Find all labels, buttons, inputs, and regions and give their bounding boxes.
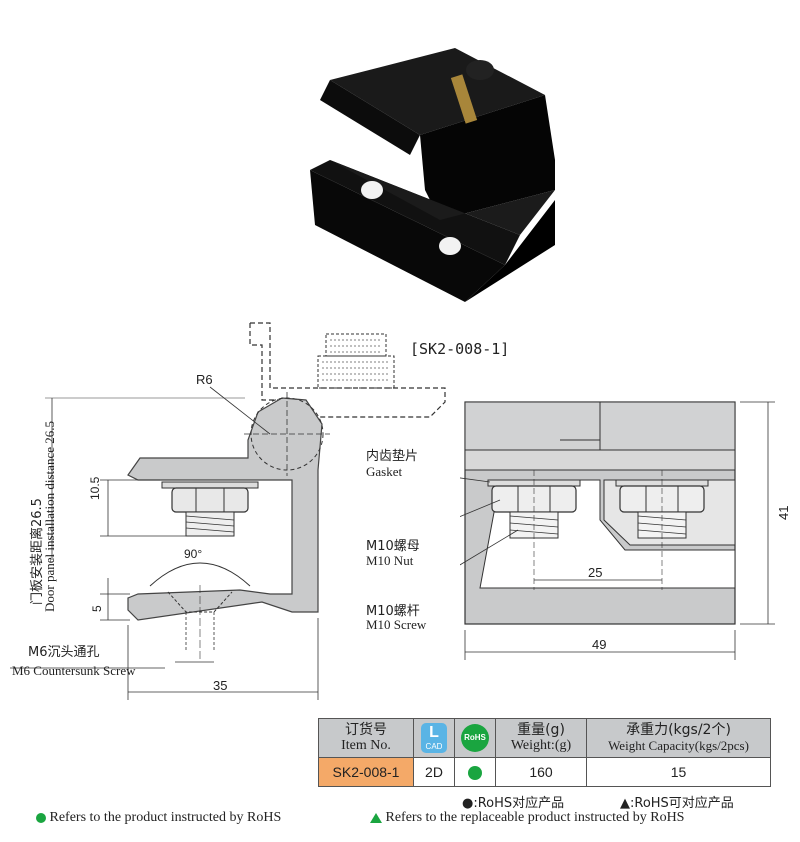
header-item-no: 订货号 Item No.	[318, 718, 414, 758]
spec-table: 订货号 Item No. L CAD RoHS 重量(g) Weight:(g)…	[318, 718, 771, 787]
cell-capacity: 15	[586, 757, 771, 787]
dim-35: 35	[213, 678, 228, 693]
nut-en: M10 Nut	[366, 553, 414, 568]
screw-en: M10 Screw	[366, 617, 427, 632]
header-cad: L CAD	[413, 718, 455, 758]
legend-rohs-replace-en: Refers to the replaceable product instru…	[370, 810, 684, 826]
dim-49: 49	[592, 637, 607, 652]
model-tag: [SK2-008-1]	[410, 340, 510, 358]
dashed-nut	[317, 333, 395, 389]
rohs-triangle-icon	[370, 812, 382, 823]
legend-rohs-en: Refers to the product instructed by RoHS	[36, 810, 281, 826]
header-rohs: RoHS	[454, 718, 496, 758]
header-weight: 重量(g) Weight:(g)	[495, 718, 587, 758]
door-panel-en: Door panel installation distance 26.5	[42, 421, 57, 612]
part-profile	[127, 397, 323, 621]
legend-rohs-cn: ●:RoHS对应产品	[462, 796, 565, 811]
cad-icon: L CAD	[421, 723, 447, 753]
cell-weight: 160	[495, 757, 587, 787]
cell-item-no: SK2-008-1	[318, 757, 414, 787]
product-photo	[310, 48, 555, 302]
dim-25: 25	[588, 565, 603, 580]
screw-cn: M10螺杆	[366, 604, 420, 619]
dim-5: 5	[90, 605, 104, 612]
legend-rohs-replace-cn: ▲:RoHS可对应产品	[620, 796, 734, 811]
rohs-icon: RoHS	[461, 724, 489, 752]
cell-cad: 2D	[413, 757, 455, 787]
dim-angle-90: 90°	[184, 547, 203, 561]
gasket-cn: 内齿垫片	[366, 449, 419, 464]
gasket-en: Gasket	[366, 464, 403, 479]
nut-cn: M10螺母	[366, 539, 420, 554]
rohs-dot-icon	[468, 766, 482, 781]
side-view-drawing	[10, 322, 446, 700]
dim-10-5: 10.5	[88, 476, 102, 500]
rohs-dot-icon	[36, 812, 46, 823]
cell-rohs	[454, 757, 496, 787]
countersunk-en: M6 Countersunk Screw	[12, 663, 136, 678]
dim-41: 41	[776, 505, 791, 520]
header-capacity: 承重力(kgs/2个) Weight Capacity(kgs/2pcs)	[586, 718, 771, 758]
radius-label: R6	[196, 372, 213, 387]
front-view-drawing	[460, 401, 775, 660]
countersunk-cn: M6沉头通孔	[28, 645, 100, 660]
